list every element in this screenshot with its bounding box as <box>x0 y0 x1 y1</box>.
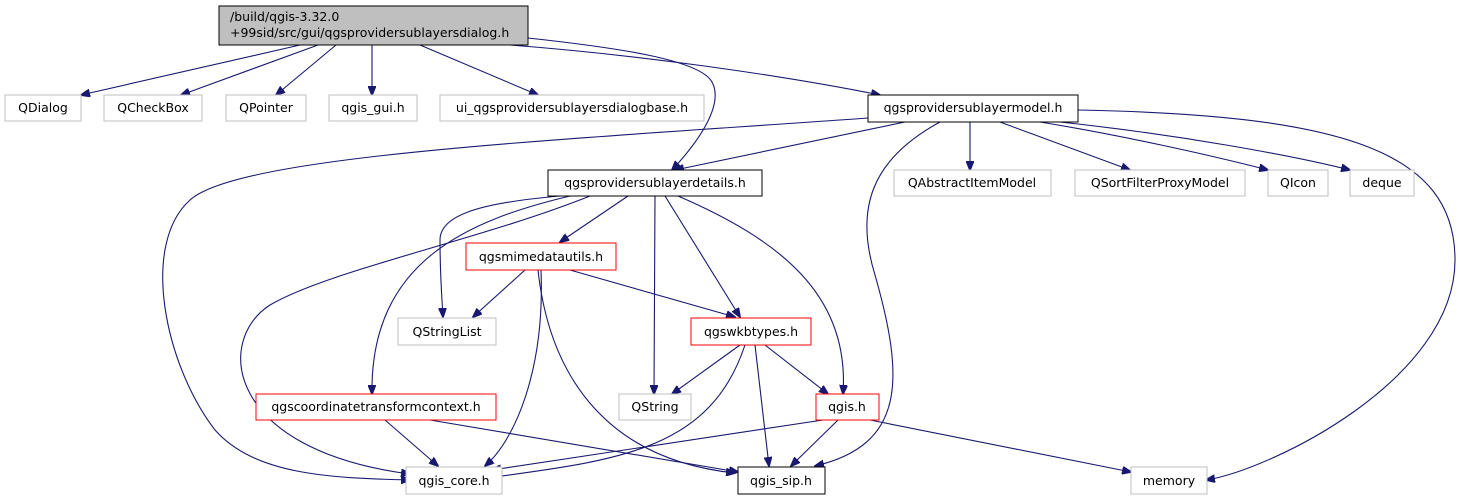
edge-root-to-qcheckbox <box>181 44 319 95</box>
edge-sublayermodel-to-qgis-core <box>162 117 869 480</box>
edge-qgswkbtypes-to-qgis-core <box>487 344 746 478</box>
edge-sublayermodel-to-sublayerdetails <box>675 121 906 170</box>
edge-sublayermodel-to-qgis-sip <box>815 121 941 466</box>
edge-sublayerdetails-to-qgscoordinatetransformcontext <box>372 195 571 394</box>
node-qgswkbtypes-label: qgswkbtypes.h <box>704 324 798 339</box>
node-qgscoordinatetransformcontext[interactable]: qgscoordinatetransformcontext.h <box>255 393 497 421</box>
node-qsortfilterproxymodel-label: QSortFilterProxyModel <box>1091 175 1229 190</box>
edge-sublayerdetails-to-qgswkbtypes <box>664 195 740 317</box>
node-root-file[interactable]: /build/qgis-3.32.0 +99sid/src/gui/qgspro… <box>218 5 529 46</box>
node-root-line-1: /build/qgis-3.32.0 <box>230 9 339 24</box>
edge-root-to-qpointer <box>276 44 337 95</box>
node-qstringlist[interactable]: QStringList <box>397 317 497 346</box>
node-sublayerdetails-label: qgsprovidersublayerdetails.h <box>564 175 746 190</box>
edge-qgscoordinatetransformcontext-to-qgis-sip <box>429 419 738 472</box>
node-memory[interactable]: memory <box>1130 466 1208 495</box>
node-qstring-label: QString <box>631 399 678 414</box>
node-qstring[interactable]: QString <box>618 393 692 421</box>
node-qgis-h-label: qgis.h <box>828 399 866 414</box>
edge-root-to-qdialog <box>81 44 301 95</box>
edge-qgsmimedatautils-to-qgis-sip <box>537 269 735 473</box>
node-qgis-sip[interactable]: qgis_sip.h <box>737 466 826 495</box>
edge-qgswkbtypes-to-qgis-h <box>764 344 828 394</box>
edge-qgswkbtypes-to-qgis-sip <box>754 344 769 466</box>
node-qcheckbox-label: QCheckBox <box>117 100 189 115</box>
edge-sublayermodel-to-qsortfilterproxymodel <box>999 121 1130 170</box>
edge-qgis-h-to-memory <box>869 419 1131 472</box>
node-qabstractitemmodel-label: QAbstractItemModel <box>908 175 1036 190</box>
node-qgswkbtypes[interactable]: qgswkbtypes.h <box>690 317 812 346</box>
node-qgscoordinatetransformcontext-label: qgscoordinatetransformcontext.h <box>271 399 480 414</box>
edge-qgis-h-to-qgis-sip <box>791 419 839 466</box>
node-sublayerdetails[interactable]: qgsprovidersublayerdetails.h <box>547 169 763 197</box>
node-sublayermodel[interactable]: qgsprovidersublayermodel.h <box>867 94 1079 123</box>
node-sublayermodel-label: qgsprovidersublayermodel.h <box>884 100 1063 115</box>
edge-root-to-sublayermodel <box>509 44 880 95</box>
node-qgis-gui[interactable]: qgis_gui.h <box>328 94 418 122</box>
node-qdialog[interactable]: QDialog <box>4 94 82 122</box>
edges-layer <box>81 37 1456 480</box>
node-deque[interactable]: deque <box>1349 169 1415 197</box>
node-qcheckbox[interactable]: QCheckBox <box>103 94 203 122</box>
edge-sublayerdetails-to-qgis-h <box>677 195 843 394</box>
node-ui-base[interactable]: ui_qgsprovidersublayersdialogbase.h <box>439 94 705 122</box>
node-qgsmimedatautils[interactable]: qgsmimedatautils.h <box>465 242 617 271</box>
node-qgis-sip-label: qgis_sip.h <box>750 473 812 488</box>
edge-qgsmimedatautils-to-qgis-core <box>485 269 542 466</box>
edge-sublayerdetails-to-qgsmimedatautils <box>560 195 629 242</box>
node-qgis-core[interactable]: qgis_core.h <box>405 466 503 495</box>
edge-qgis-h-to-qgis-core <box>492 419 824 470</box>
edge-qgsmimedatautils-to-qgswkbtypes <box>569 269 735 317</box>
node-qgis-h[interactable]: qgis.h <box>815 393 880 421</box>
node-qdialog-label: QDialog <box>18 100 68 115</box>
node-qstringlist-label: QStringList <box>413 324 482 339</box>
node-qicon-label: QIcon <box>1280 175 1316 190</box>
node-root-line-2: +99sid/src/gui/qgsprovidersublayersdialo… <box>230 25 509 40</box>
node-ui-base-label: ui_qgsprovidersublayersdialogbase.h <box>456 100 688 115</box>
node-memory-label: memory <box>1143 473 1196 488</box>
edge-qgswkbtypes-to-qstring <box>672 344 741 394</box>
node-deque-label: deque <box>1362 175 1401 190</box>
edge-qgscoordinatetransformcontext-to-qgis-core <box>384 419 438 466</box>
node-qsortfilterproxymodel[interactable]: QSortFilterProxyModel <box>1074 169 1246 197</box>
edge-sublayerdetails-to-qstringlist <box>440 195 561 317</box>
edge-root-to-sublayerdetails <box>527 37 716 170</box>
edge-qgsmimedatautils-to-qstringlist <box>473 269 526 317</box>
node-qicon[interactable]: QIcon <box>1267 169 1329 197</box>
node-qpointer-label: QPointer <box>239 100 294 115</box>
edge-sublayerdetails-to-qstring <box>654 195 655 394</box>
edge-sublayermodel-to-deque <box>1059 121 1350 170</box>
edge-sublayermodel-to-memory <box>1077 109 1456 480</box>
node-qgis-gui-label: qgis_gui.h <box>341 100 404 115</box>
nodes-layer: /build/qgis-3.32.0 +99sid/src/gui/qgspro… <box>4 5 1415 495</box>
node-qgis-core-label: qgis_core.h <box>418 473 489 488</box>
node-qpointer[interactable]: QPointer <box>225 94 307 122</box>
edge-sublayermodel-to-qicon <box>1039 121 1268 170</box>
edge-root-to-ui-base <box>419 44 538 95</box>
node-qgsmimedatautils-label: qgsmimedatautils.h <box>479 249 603 264</box>
edge-sublayerdetails-to-qgis-core <box>240 195 591 474</box>
node-qabstractitemmodel[interactable]: QAbstractItemModel <box>893 169 1052 197</box>
